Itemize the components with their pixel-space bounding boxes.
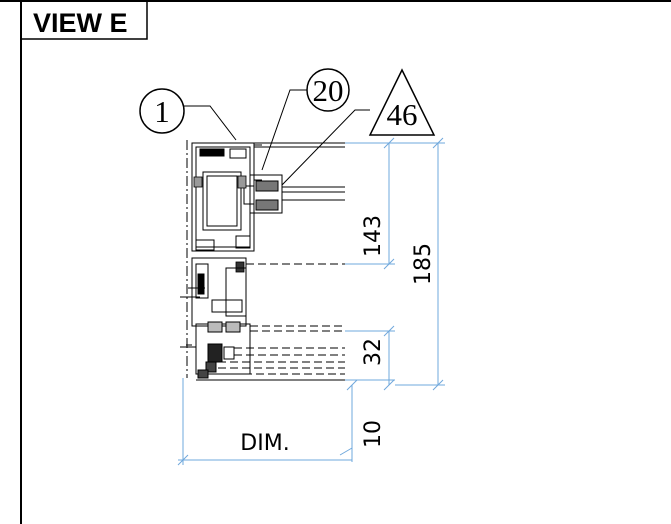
dimension-lines (177, 137, 445, 466)
balloon-20-label: 20 (313, 73, 344, 108)
lower-panels (180, 321, 345, 381)
triangle-46-label: 46 (387, 97, 418, 132)
dimension-10: 10 (361, 420, 386, 448)
view-title: VIEW E (33, 8, 128, 38)
frame-profile (191, 142, 345, 252)
dimension-143: 143 (361, 215, 386, 257)
gaskets-upper (193, 175, 247, 273)
callout-balloon-20: 20 (261, 68, 350, 171)
dimension-dim-label: DIM. (240, 431, 289, 456)
dimension-185: 185 (411, 243, 436, 285)
glazing-unit (243, 174, 345, 214)
callout-balloon-1: 1 (139, 88, 237, 141)
view-title-box: VIEW E (20, 0, 148, 40)
dimension-32: 32 (361, 338, 386, 366)
lower-frame-profile (180, 257, 345, 327)
callout-triangle-46: 46 (281, 68, 436, 186)
balloon-1-label: 1 (154, 94, 170, 129)
